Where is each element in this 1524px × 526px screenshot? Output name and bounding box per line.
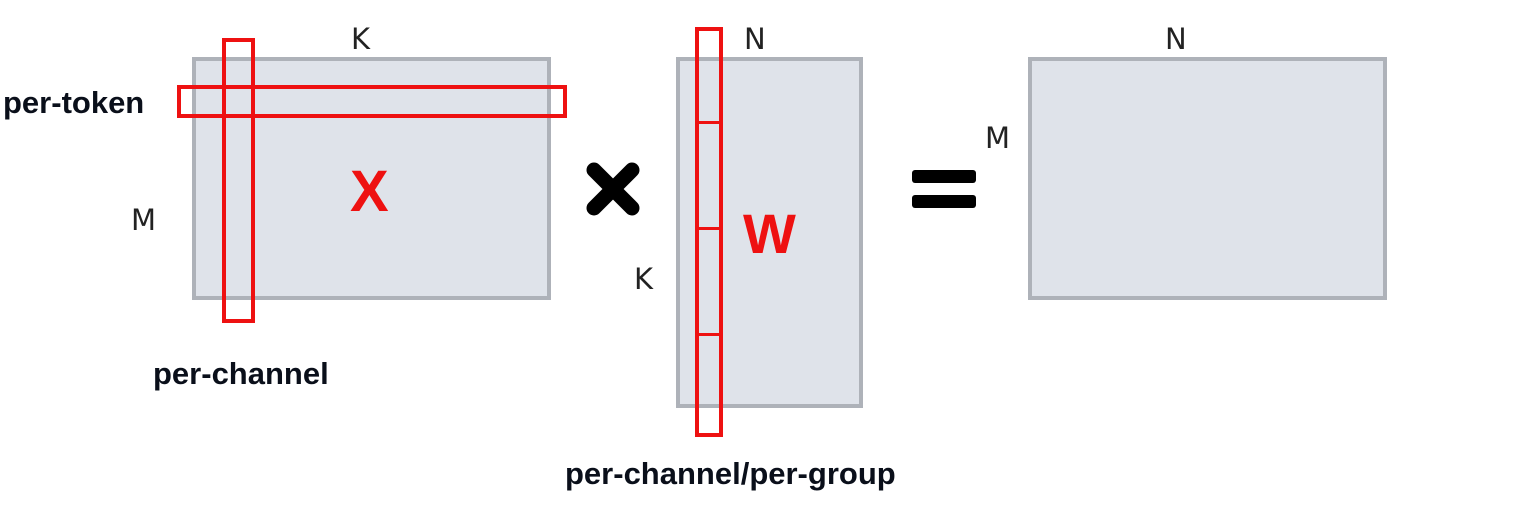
group-divider — [695, 227, 723, 230]
equals-icon — [912, 170, 976, 210]
equals-bar-bottom — [912, 195, 976, 208]
per-token-caption: per-token — [3, 85, 145, 120]
matrix-w — [676, 57, 863, 408]
group-divider — [695, 333, 723, 336]
multiply-icon — [586, 162, 640, 216]
matrix-x-top-dim: K — [351, 22, 371, 56]
matrix-output — [1028, 57, 1387, 300]
matrix-output-top-dim: N — [1165, 22, 1187, 56]
matrix-x-side-dim: M — [131, 203, 157, 237]
matrix-w-label: W — [743, 202, 796, 265]
group-divider — [695, 121, 723, 124]
per-channel-per-group-caption: per-channel/per-group — [565, 456, 896, 491]
matrix-w-side-dim: K — [634, 262, 654, 296]
equals-bar-top — [912, 170, 976, 183]
per-channel-caption: per-channel — [153, 356, 329, 391]
matrix-x-label: X — [350, 159, 389, 224]
per-group-column-highlight — [695, 27, 723, 437]
matrix-output-side-dim: M — [985, 121, 1011, 155]
per-token-highlight — [177, 85, 567, 118]
matrix-w-top-dim: N — [744, 22, 766, 56]
per-channel-highlight — [222, 38, 255, 323]
